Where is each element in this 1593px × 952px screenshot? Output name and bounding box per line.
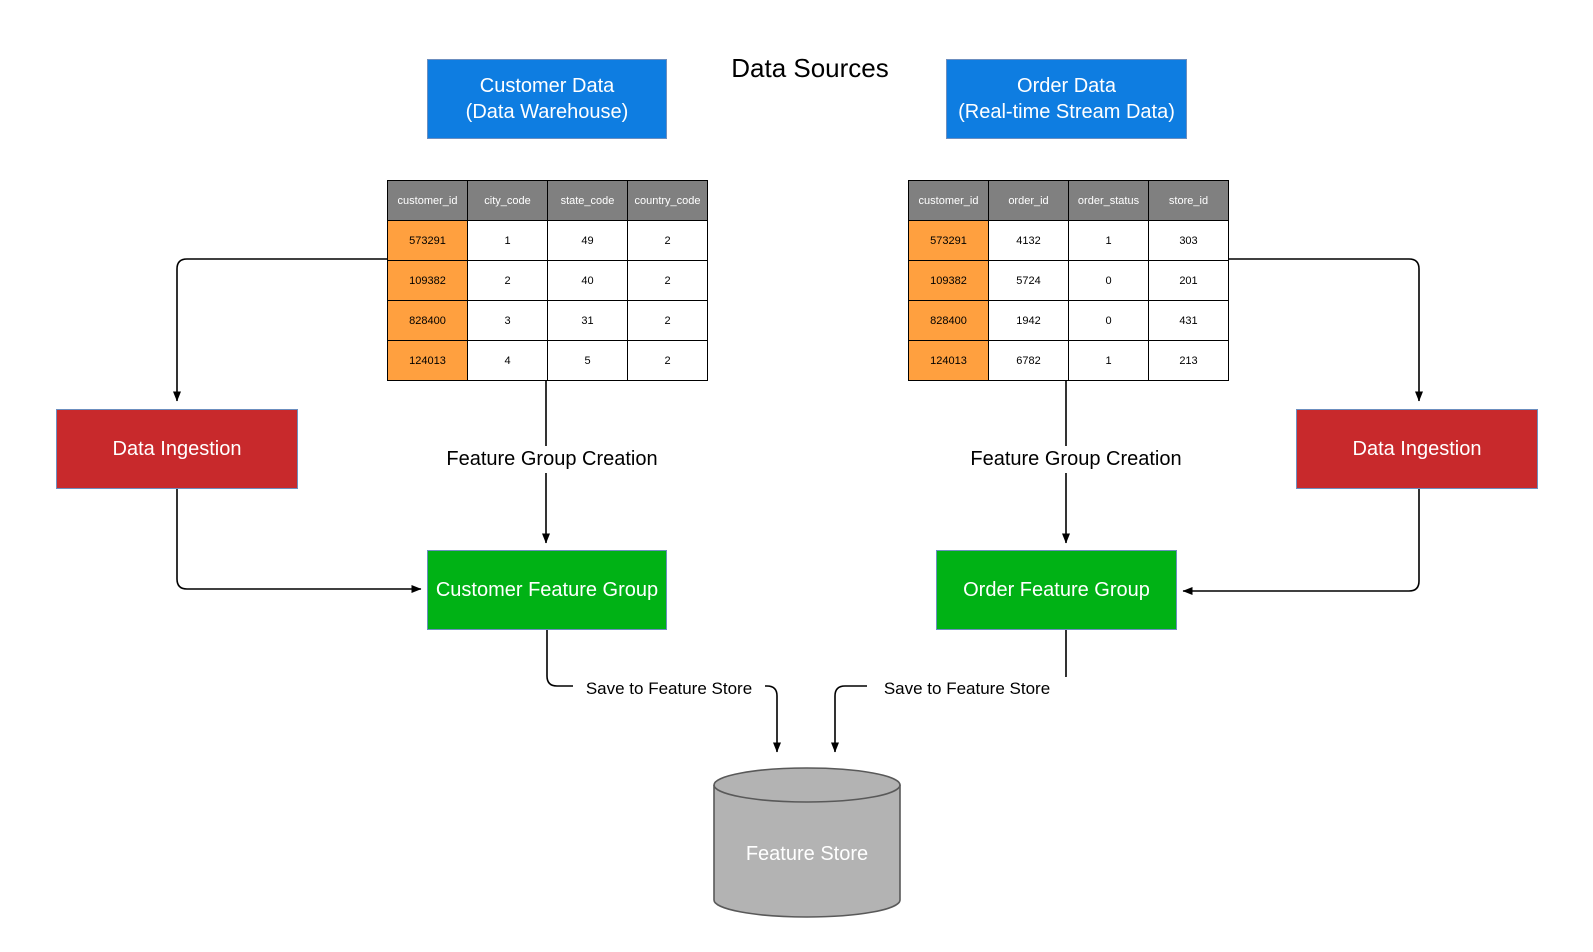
key-cell: 109382 bbox=[387, 260, 468, 301]
data-cell: 1 bbox=[467, 220, 548, 261]
key-cell: 573291 bbox=[387, 220, 468, 261]
feature-group-creation-label-left: Feature Group Creation bbox=[436, 446, 668, 473]
data-cell: 2 bbox=[627, 300, 708, 341]
save-to-feature-store-label-right: Save to Feature Store bbox=[867, 677, 1067, 701]
edge-left-ingestion-to-customer-fg bbox=[176, 489, 422, 593]
feature-store-label: Feature Store bbox=[745, 843, 869, 865]
data-cell: 4 bbox=[467, 340, 548, 381]
column-header: city_code bbox=[467, 180, 548, 221]
data-cell: 49 bbox=[547, 220, 628, 261]
key-cell: 828400 bbox=[908, 300, 989, 341]
feature-group-creation-label-right: Feature Group Creation bbox=[960, 446, 1192, 473]
column-header: customer_id bbox=[908, 180, 989, 221]
key-cell: 124013 bbox=[908, 340, 989, 381]
data-cell: 2 bbox=[467, 260, 548, 301]
column-header: order_status bbox=[1068, 180, 1149, 221]
order-feature-group-box: Order Feature Group bbox=[936, 550, 1177, 630]
data-cell: 2 bbox=[627, 340, 708, 381]
save-to-feature-store-label-left: Save to Feature Store bbox=[573, 677, 765, 701]
column-header: order_id bbox=[988, 180, 1069, 221]
key-cell: 109382 bbox=[908, 260, 989, 301]
edge-right-ingestion-to-order-fg bbox=[1182, 489, 1420, 595]
key-cell: 124013 bbox=[387, 340, 468, 381]
data-cell: 1 bbox=[1068, 340, 1149, 381]
data-ingestion-left-box: Data Ingestion bbox=[56, 409, 298, 489]
column-header: state_code bbox=[547, 180, 628, 221]
data-cell: 5 bbox=[547, 340, 628, 381]
data-cell: 2 bbox=[627, 220, 708, 261]
data-cell: 3 bbox=[467, 300, 548, 341]
data-cell: 0 bbox=[1068, 260, 1149, 301]
column-header: country_code bbox=[627, 180, 708, 221]
data-cell: 5724 bbox=[988, 260, 1069, 301]
data-cell: 6782 bbox=[988, 340, 1069, 381]
edge-customer-table-to-left-ingestion bbox=[173, 258, 387, 402]
data-cell: 431 bbox=[1148, 300, 1229, 341]
order-data-source-box: Order Data (Real-time Stream Data) bbox=[946, 59, 1187, 139]
data-cell: 1942 bbox=[988, 300, 1069, 341]
data-cell: 4132 bbox=[988, 220, 1069, 261]
data-cell: 303 bbox=[1148, 220, 1229, 261]
data-cell: 31 bbox=[547, 300, 628, 341]
data-cell: 201 bbox=[1148, 260, 1229, 301]
data-cell: 2 bbox=[627, 260, 708, 301]
page-title: Data Sources bbox=[731, 53, 889, 83]
data-cell: 213 bbox=[1148, 340, 1229, 381]
customer-data-source-box: Customer Data (Data Warehouse) bbox=[427, 59, 667, 139]
key-cell: 828400 bbox=[387, 300, 468, 341]
column-header: store_id bbox=[1148, 180, 1229, 221]
edge-order-table-to-right-ingestion bbox=[1224, 258, 1423, 402]
customer-feature-group-box: Customer Feature Group bbox=[427, 550, 667, 630]
data-cell: 40 bbox=[547, 260, 628, 301]
column-header: customer_id bbox=[387, 180, 468, 221]
key-cell: 573291 bbox=[908, 220, 989, 261]
data-cell: 1 bbox=[1068, 220, 1149, 261]
data-ingestion-right-box: Data Ingestion bbox=[1296, 409, 1538, 489]
data-cell: 0 bbox=[1068, 300, 1149, 341]
